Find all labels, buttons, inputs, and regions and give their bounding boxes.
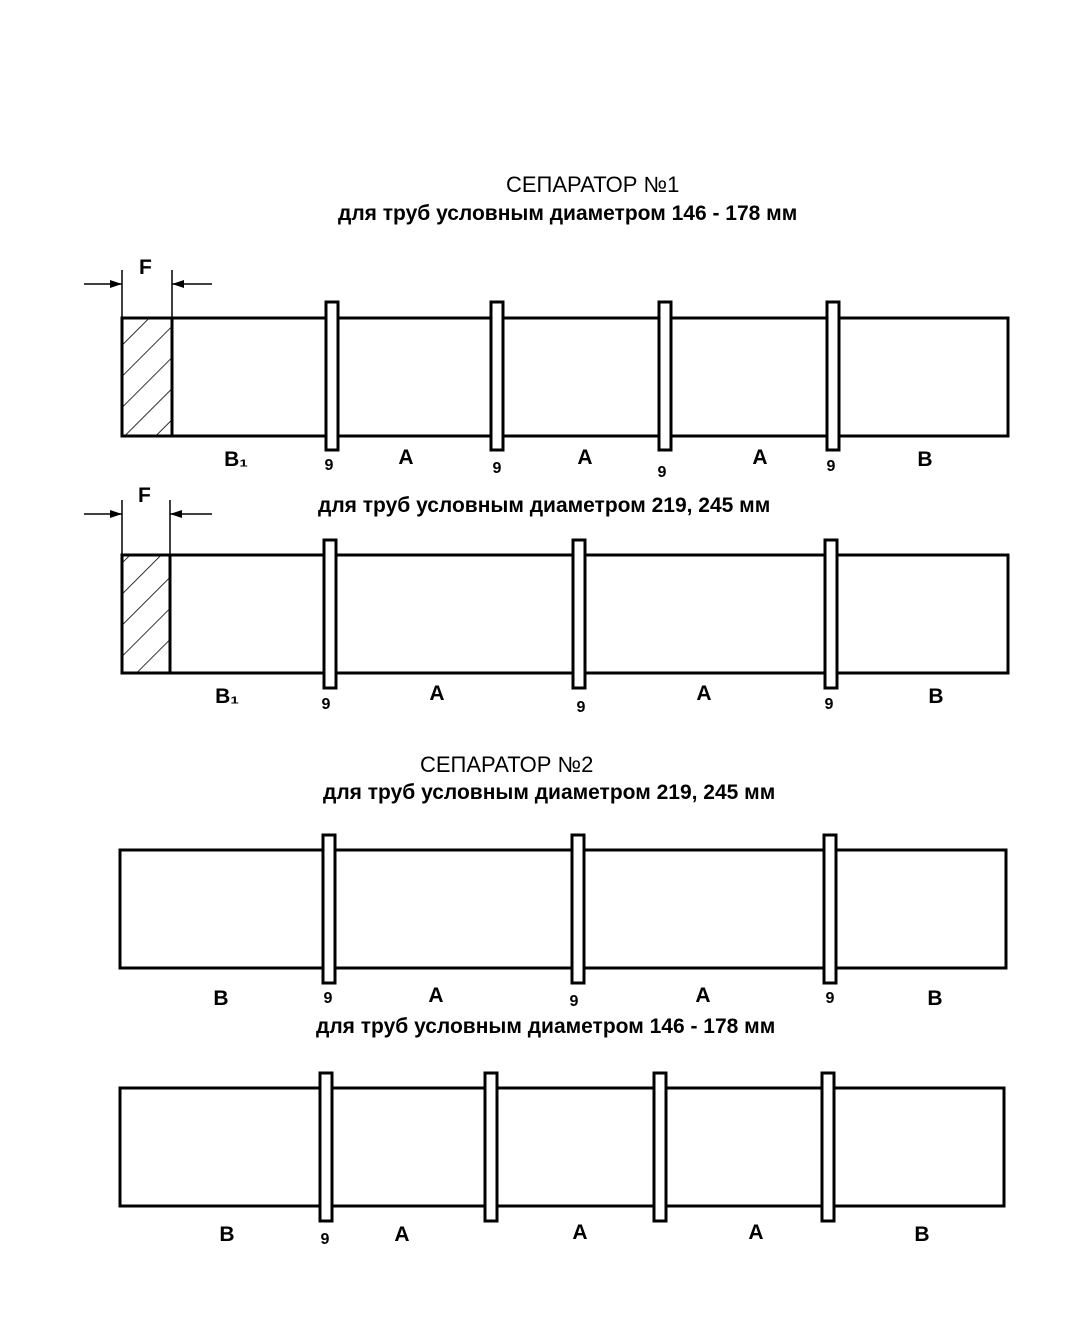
segment-label: B <box>914 1223 930 1246</box>
segment-label: A <box>748 1221 764 1244</box>
segment-label: B <box>927 987 943 1010</box>
ring-label: 9 <box>824 696 834 713</box>
ring <box>318 1071 334 1223</box>
ring-label: 9 <box>576 699 586 716</box>
tube-body <box>118 848 1008 970</box>
ring-label: 9 <box>569 993 579 1010</box>
dimension-label: F <box>139 256 152 279</box>
ring <box>322 538 338 690</box>
ring <box>820 1071 836 1223</box>
ring-label: 9 <box>324 457 334 474</box>
ring-label: 9 <box>825 990 835 1007</box>
segment-label: A <box>695 984 711 1007</box>
ring <box>570 833 586 985</box>
segment-label: A <box>394 1223 410 1246</box>
tube-body <box>118 1086 1006 1208</box>
separator2-title: СЕПАРАТОР №2 <box>420 752 594 777</box>
ring <box>822 833 838 985</box>
segment-label: A <box>429 682 445 705</box>
dimension-label: F <box>138 484 151 507</box>
segment-label: A <box>696 682 712 705</box>
ring-label: 9 <box>492 460 502 477</box>
segment-label: A <box>572 1221 588 1244</box>
ring <box>483 1071 499 1223</box>
ring-label: 9 <box>320 1231 330 1248</box>
hatched-zone <box>120 316 174 438</box>
separator2-variant2-drawing <box>118 1071 1006 1223</box>
tube-body <box>120 316 1010 438</box>
segment-label: B <box>928 685 944 708</box>
segment-label: B <box>213 987 229 1010</box>
separator1-title: СЕПАРАТОР №1 <box>506 172 680 197</box>
tube-body <box>120 553 1010 675</box>
segment-label: A <box>428 984 444 1007</box>
separator1-variant2-subtitle: для труб условным диаметром 219, 245 мм <box>318 494 771 517</box>
ring-label: 9 <box>826 458 836 475</box>
separator1-variant1-subtitle: для труб условным диаметром 146 - 178 мм <box>338 202 798 225</box>
segment-label: B₁ <box>215 685 239 708</box>
ring-label: 9 <box>323 990 333 1007</box>
ring-label: 9 <box>321 696 331 713</box>
separator2-variant1-drawing <box>118 833 1008 985</box>
segment-label: B₁ <box>224 448 248 471</box>
ring <box>571 538 587 690</box>
segment-label: A <box>577 446 593 469</box>
separator2-variant2-subtitle: для труб условным диаметром 146 - 178 мм <box>316 1015 776 1038</box>
segment-label: B <box>219 1223 235 1246</box>
segment-label: B <box>917 448 933 471</box>
hatched-zone <box>120 553 172 675</box>
ring <box>825 300 841 452</box>
segment-label: A <box>752 446 768 469</box>
separator1-variant1-drawing <box>84 270 1010 452</box>
ring <box>657 300 673 452</box>
separator1-variant2-drawing <box>84 500 1010 690</box>
segment-label: A <box>398 446 414 469</box>
ring-label: 9 <box>657 464 667 481</box>
ring <box>652 1071 668 1223</box>
ring <box>823 538 839 690</box>
separator2-variant1-subtitle: для труб условным диаметром 219, 245 мм <box>323 781 776 804</box>
ring <box>489 300 505 452</box>
ring <box>324 300 340 452</box>
ring <box>321 833 337 985</box>
